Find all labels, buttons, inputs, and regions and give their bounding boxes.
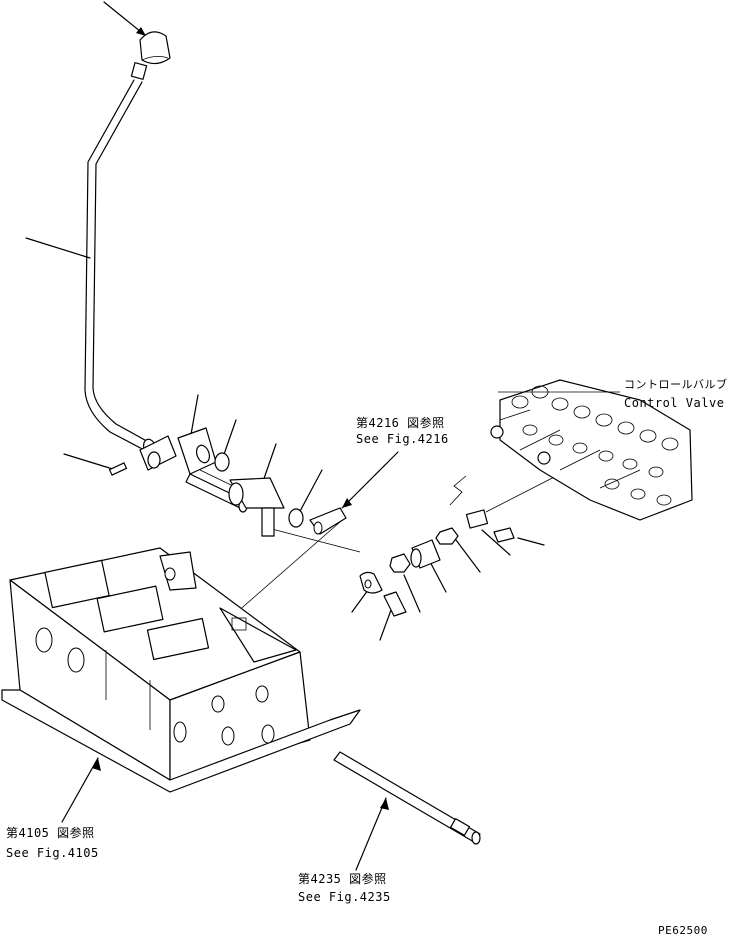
pin xyxy=(108,462,128,476)
lever-knob xyxy=(130,31,171,80)
control-valve xyxy=(490,379,693,521)
fig4216-ref-en: See Fig.4216 xyxy=(356,432,449,446)
bracket-stand xyxy=(1,547,361,793)
fig4105-ref-en: See Fig.4105 xyxy=(6,846,99,860)
arrowheads xyxy=(92,27,389,810)
control-valve-label-jp: コントロールバルブ xyxy=(624,378,728,391)
control-valve-label-en: Control Valve xyxy=(624,396,725,410)
drawing-code: PE62500 xyxy=(658,924,708,937)
fig4235-ref-jp: 第4235 図参照 xyxy=(298,872,387,886)
fig4235-ref-en: See Fig.4235 xyxy=(298,890,391,904)
hardware xyxy=(359,475,515,617)
connecting-rod xyxy=(333,751,481,845)
fig4216-ref-jp: 第4216 図参照 xyxy=(356,416,445,430)
fig4105-ref-jp: 第4105 図参照 xyxy=(6,826,95,840)
lever-rod xyxy=(84,79,158,458)
pivot-assembly xyxy=(139,427,347,537)
